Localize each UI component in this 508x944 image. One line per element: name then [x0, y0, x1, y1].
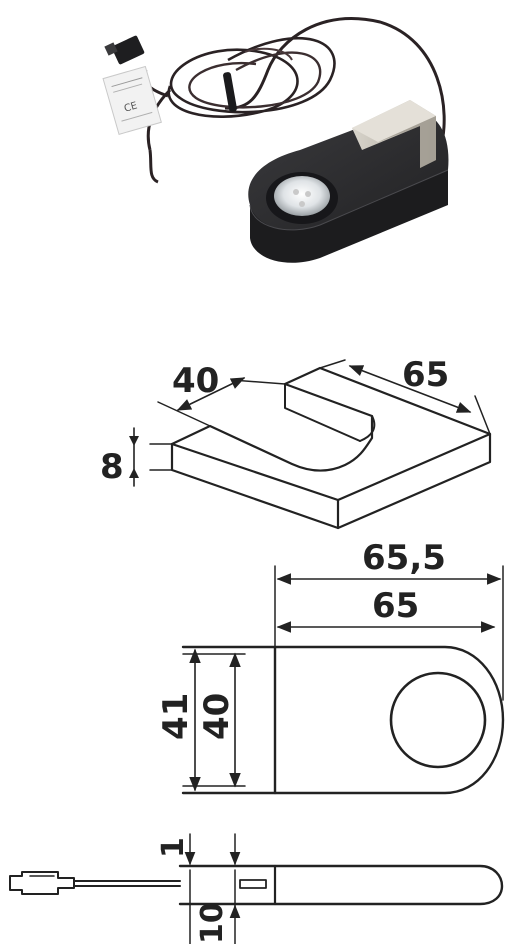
- dim-iso-length: 65: [402, 355, 449, 395]
- side-connector-icon: [9, 871, 75, 895]
- lens-icon: [266, 172, 338, 224]
- dim-side-bottom: 10: [195, 902, 230, 944]
- side-view: 1 10: [9, 833, 504, 944]
- isometric-view: 40 65 8: [100, 355, 492, 530]
- dim-top-width: 40: [197, 693, 237, 740]
- dim-top-length: 65: [372, 586, 419, 626]
- dim-side-top: 1: [156, 837, 191, 858]
- connector-icon: [104, 35, 145, 65]
- mounting-bracket: [352, 100, 436, 168]
- dim-iso-width: 40: [172, 361, 219, 401]
- product-label: CE: [102, 65, 162, 135]
- dim-top-overall-width: 41: [156, 693, 196, 740]
- dim-iso-height: 8: [100, 447, 124, 487]
- ce-mark: CE: [123, 100, 139, 114]
- top-view: 65,5 65 41 40: [156, 538, 505, 795]
- dim-top-overall-length: 65,5: [362, 538, 446, 578]
- product-photo: CE: [102, 17, 449, 263]
